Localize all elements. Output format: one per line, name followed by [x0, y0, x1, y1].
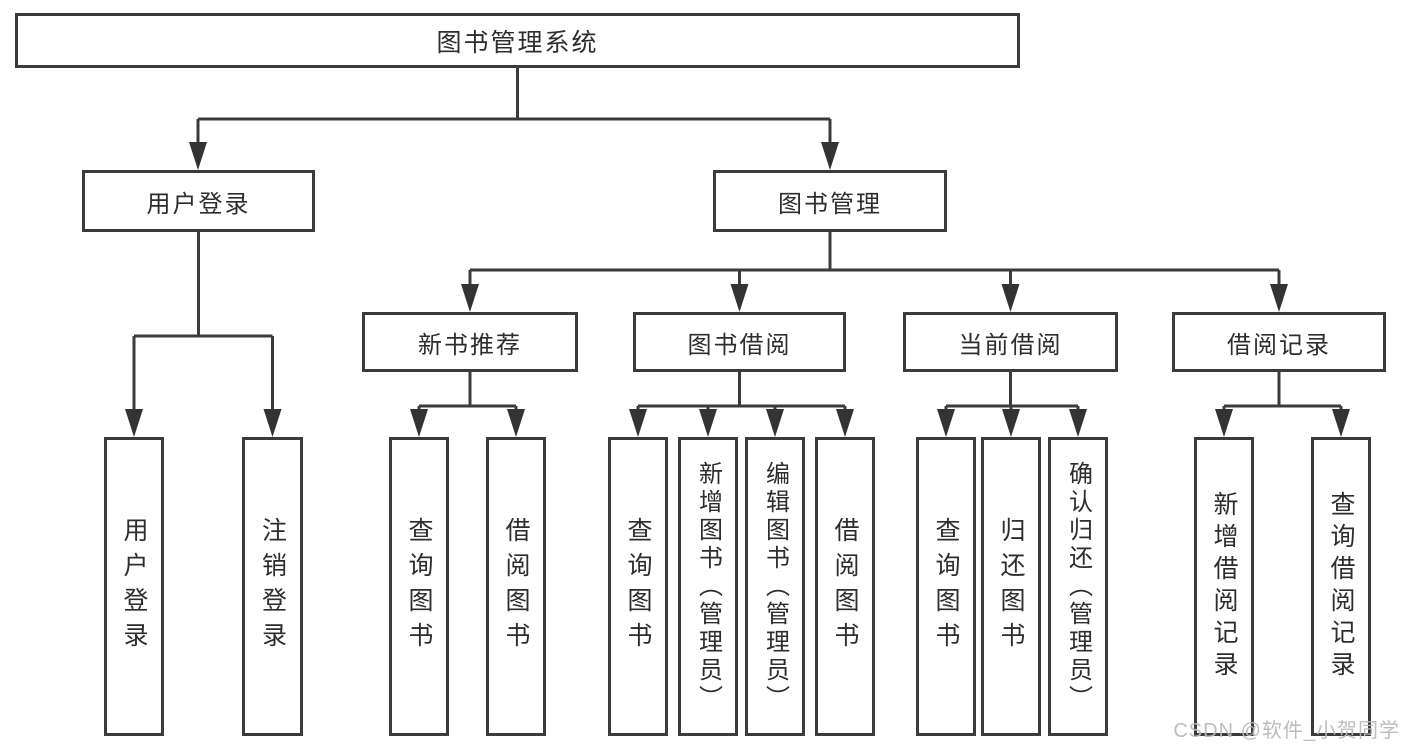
watermark: CSDN @软件_小贺同学 — [1173, 714, 1400, 743]
leaf-logout-label: 注销登录 — [258, 516, 287, 657]
leaf-add-book-admin-label: 新增图书（管理员） — [694, 460, 722, 713]
node-library-system-label: 图书管理系统 — [436, 28, 599, 57]
leaf-query-book-3-label: 查询图书 — [932, 516, 960, 657]
leaf-query-book-2-label: 查询图书 — [624, 516, 652, 657]
leaf-edit-book-admin: 编辑图书（管理员） — [745, 437, 805, 736]
node-borrow-record: 借阅记录 — [1172, 312, 1386, 372]
node-user-login: 用户登录 — [82, 170, 315, 232]
leaf-user-login: 用户登录 — [104, 437, 164, 736]
leaf-query-book-1-label: 查询图书 — [405, 516, 433, 657]
leaf-borrow-book-1: 借阅图书 — [486, 437, 546, 736]
leaf-add-borrow-record-label: 新增借阅记录 — [1210, 490, 1238, 683]
node-book-management: 图书管理 — [713, 170, 947, 232]
watermark-text: CSDN @软件_小贺同学 — [1173, 720, 1400, 742]
connector-borrow-record-branch — [1222, 372, 1343, 411]
leaf-add-book-admin: 新增图书（管理员） — [678, 437, 738, 736]
leaf-logout: 注销登录 — [242, 437, 303, 736]
leaf-query-book-1: 查询图书 — [389, 437, 449, 736]
connector-current-borrow-branch — [944, 372, 1080, 411]
node-current-borrow-label: 当前借阅 — [958, 331, 1063, 359]
leaf-query-book-3: 查询图书 — [916, 437, 976, 736]
connector-root-branch — [196, 68, 832, 144]
node-book-borrow-label: 图书借阅 — [687, 331, 792, 359]
leaf-add-borrow-record: 新增借阅记录 — [1194, 437, 1254, 736]
leaf-edit-book-admin-label: 编辑图书（管理员） — [761, 460, 789, 713]
leaf-confirm-return-admin-label: 确认归还（管理员） — [1064, 460, 1092, 713]
connector-book-mgmt-branch — [468, 232, 1281, 286]
leaf-borrow-book-2-label: 借阅图书 — [831, 516, 859, 657]
node-book-borrow: 图书借阅 — [633, 312, 846, 372]
node-new-book-recommend: 新书推荐 — [362, 312, 578, 372]
leaf-borrow-book-2: 借阅图书 — [815, 437, 875, 736]
leaf-return-book: 归还图书 — [981, 437, 1041, 736]
connector-user-login-branch — [132, 232, 274, 411]
arrowheads — [125, 142, 1350, 437]
connector-new-book-branch — [417, 372, 518, 411]
node-borrow-record-label: 借阅记录 — [1227, 331, 1331, 359]
node-user-login-label: 用户登录 — [146, 190, 251, 218]
leaf-user-login-label: 用户登录 — [120, 516, 148, 657]
leaf-borrow-book-1-label: 借阅图书 — [502, 516, 530, 657]
node-book-management-label: 图书管理 — [778, 190, 882, 218]
node-current-borrow: 当前借阅 — [903, 312, 1118, 372]
connector-book-borrow-branch — [636, 372, 847, 411]
leaf-query-book-2: 查询图书 — [608, 437, 668, 736]
leaf-query-borrow-record-label: 查询借阅记录 — [1327, 490, 1355, 683]
leaf-return-book-label: 归还图书 — [997, 516, 1025, 657]
node-new-book-recommend-label: 新书推荐 — [418, 331, 522, 359]
leaf-query-borrow-record: 查询借阅记录 — [1311, 437, 1371, 736]
leaf-confirm-return-admin: 确认归还（管理员） — [1048, 437, 1108, 736]
node-library-system: 图书管理系统 — [15, 13, 1020, 68]
